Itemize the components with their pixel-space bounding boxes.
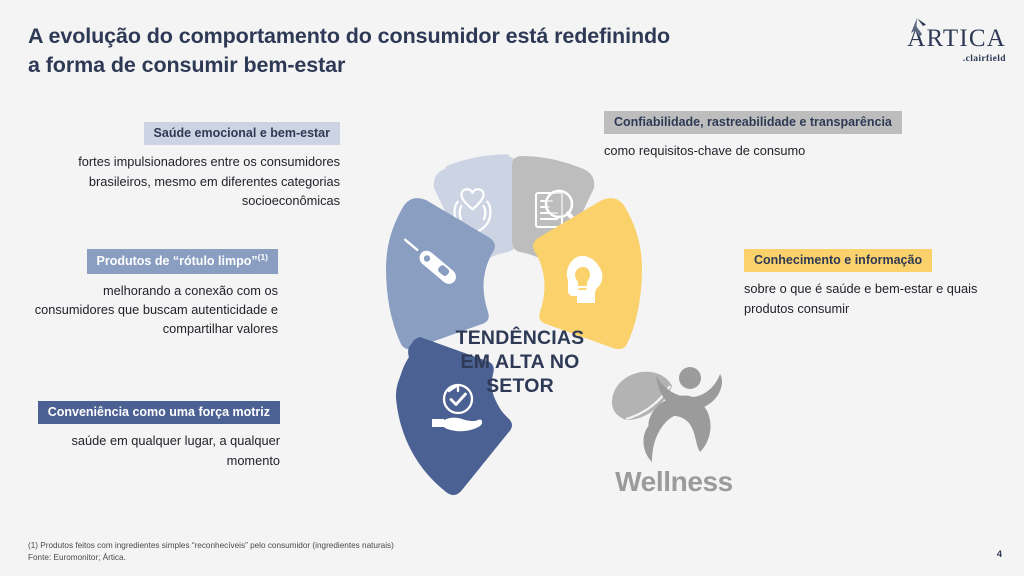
center-line-1: TENDÊNCIAS (455, 327, 585, 349)
logo-subtext: .clairfield (962, 54, 1006, 64)
page-title-line1: A evolução do comportamento do consumido… (28, 24, 671, 48)
hand-check-clock-icon (432, 383, 483, 432)
callout-body-conveniencia: saúde em qualquer lugar, a qualquer mome… (71, 433, 280, 468)
segment-confiabilidade[interactable] (512, 156, 595, 265)
segment-rotulo-limpo[interactable] (386, 198, 495, 350)
wellness-label: Wellness (615, 466, 733, 497)
logo-wordmark: ARTICA .clairfield (907, 18, 1006, 65)
center-line-2: EM ALTA NO (460, 350, 580, 373)
callout-heading-confiabilidade: Confiabilidade, rastreabilidade e transp… (604, 111, 902, 135)
segment-conhecimento[interactable] (533, 198, 642, 350)
callout-body-saude: fortes impulsionadores entre os consumid… (78, 154, 340, 209)
logo-text: ARTICA (907, 25, 1006, 52)
trends-donut-diagram (284, 128, 744, 518)
price-tag-icon (404, 238, 456, 284)
callout-saude-emocional: Saúde emocional e bem-estar fortes impul… (40, 122, 340, 211)
callout-heading-rotulo-text: Produtos de “rótulo limpo” (96, 254, 258, 269)
callout-body-confiabilidade: como requisitos-chave de consumo (604, 143, 806, 159)
callout-rotulo-limpo: Produtos de “rótulo limpo”(1) melhorando… (20, 249, 278, 339)
wellness-logo: Wellness (604, 358, 744, 503)
callout-confiabilidade: Confiabilidade, rastreabilidade e transp… (604, 111, 934, 161)
footnote: (1) Produtos feitos com ingredientes sim… (28, 540, 394, 564)
callout-heading-conhecimento: Conhecimento e informação (744, 249, 933, 273)
callout-body-conhecimento: sobre o que é saúde e bem-estar e quais … (744, 281, 978, 316)
page-title-line2: a forma de consumir bem-estar (28, 52, 346, 77)
logo-peak-icon (911, 18, 927, 37)
segment-conveniencia[interactable] (395, 337, 512, 496)
footnote-line-2: Fonte: Euromonitor; Ártica. (28, 553, 126, 563)
callout-heading-conveniencia: Conveniência como uma força motriz (37, 401, 280, 425)
callout-conhecimento: Conhecimento e informação sobre o que é … (744, 249, 1004, 318)
page-title: A evolução do comportamento do consumido… (28, 22, 788, 79)
callout-heading-rotulo: Produtos de “rótulo limpo”(1) (86, 249, 278, 274)
footnote-line-1: (1) Produtos feitos com ingredientes sim… (28, 541, 394, 551)
callout-heading-saude: Saúde emocional e bem-estar (143, 122, 340, 146)
callout-body-rotulo: melhorando a conexão com os consumidores… (34, 282, 278, 337)
diagram-center-label: TENDÊNCIAS EM ALTA NO SETOR (430, 327, 610, 398)
wellness-mark-icon (612, 367, 722, 462)
center-line-3: SETOR (486, 374, 554, 397)
head-lightbulb-icon (566, 255, 603, 303)
callout-conveniencia: Conveniência como uma força motriz saúde… (18, 401, 280, 470)
callout-heading-rotulo-footnote-ref: (1) (257, 252, 268, 262)
page-number: 4 (996, 549, 1002, 560)
artica-logo: ARTICA .clairfield (888, 18, 1006, 72)
